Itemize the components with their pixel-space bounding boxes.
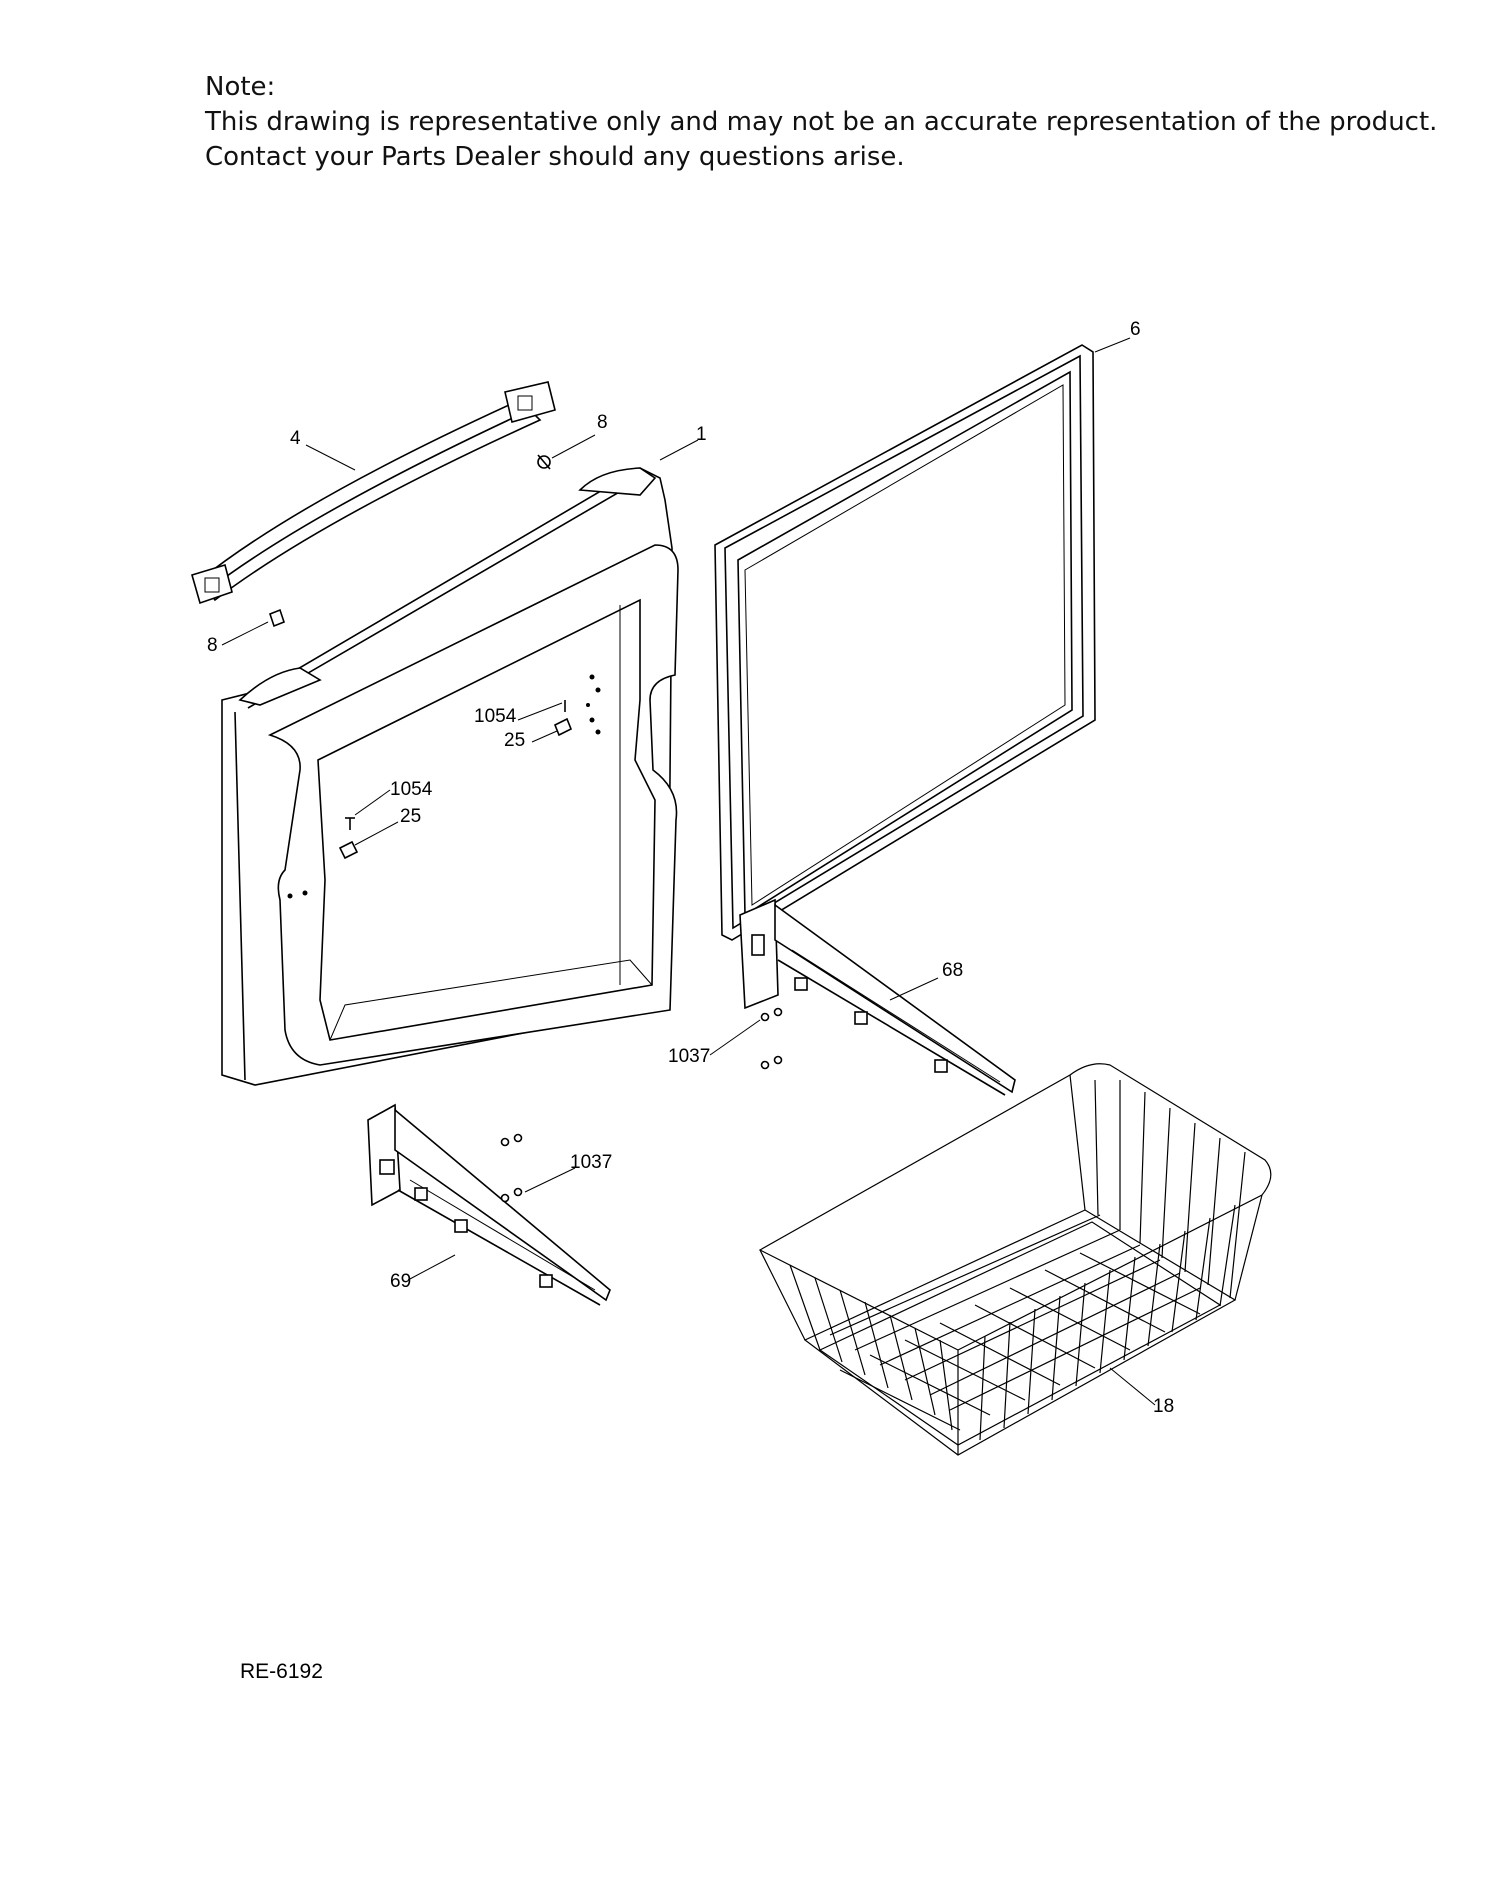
part-1054-screw-lower xyxy=(345,817,355,830)
note-line-2: Contact your Parts Dealer should any que… xyxy=(205,142,905,172)
reference-code: RE-6192 xyxy=(240,1660,323,1683)
callout-labels: 4 8 1 6 8 1054 25 1054 25 68 1037 1037 6… xyxy=(207,319,1174,1417)
part-69-slide-left xyxy=(367,1103,611,1306)
leader-lines xyxy=(221,337,1156,1406)
note-heading: Note: xyxy=(205,72,276,102)
note-block: Note: This drawing is representative onl… xyxy=(205,70,1438,175)
part-1037-screws-left xyxy=(500,1133,523,1203)
callout-1037-left: 1037 xyxy=(570,1152,612,1173)
callout-1: 1 xyxy=(696,424,707,445)
callout-1037-right: 1037 xyxy=(668,1046,710,1067)
part-6-gasket xyxy=(714,344,1096,941)
callout-18: 18 xyxy=(1153,1396,1174,1417)
callout-25-lower: 25 xyxy=(400,806,421,827)
callout-4: 4 xyxy=(290,428,301,449)
part-8-screw-top xyxy=(537,454,551,470)
part-25-clip-upper xyxy=(553,717,573,737)
callout-6: 6 xyxy=(1130,319,1141,340)
callout-25-upper: 25 xyxy=(504,730,525,751)
part-8-screw-bottom xyxy=(269,608,285,628)
basket-grid xyxy=(789,1079,1246,1441)
part-25-clip-lower xyxy=(338,840,359,860)
part-68-slide-right xyxy=(739,898,1016,1096)
part-4-handle xyxy=(191,381,556,605)
part-18-wire-basket xyxy=(758,1063,1272,1456)
callout-1054-upper: 1054 xyxy=(474,706,517,727)
callout-69: 69 xyxy=(390,1271,411,1292)
callout-1054-lower: 1054 xyxy=(390,779,433,800)
part-1037-screws-right xyxy=(760,1007,783,1070)
note-line-1: This drawing is representative only and … xyxy=(205,107,1438,137)
callout-68: 68 xyxy=(942,960,963,981)
callout-8-top: 8 xyxy=(597,412,608,433)
part-1-door-liner xyxy=(221,467,679,1086)
callout-8-bottom: 8 xyxy=(207,635,218,656)
